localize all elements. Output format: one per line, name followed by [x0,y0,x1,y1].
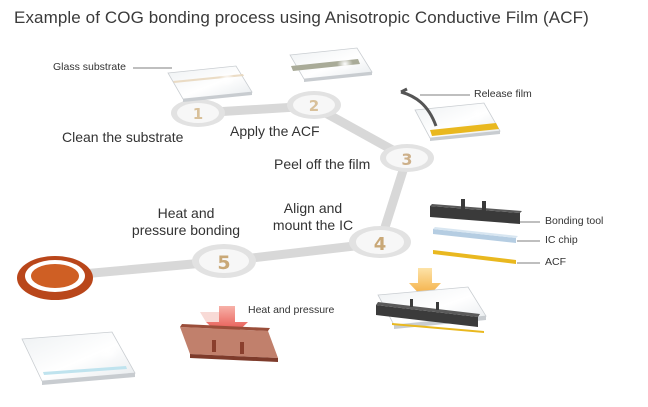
final-glass-illustration [21,331,136,385]
step-4-label: Align and mount the IC [264,200,362,234]
heat-and-pressure-label: Heat and pressure [248,304,335,316]
step-node-5: 5 [192,244,256,278]
step-4-label-line2: mount the IC [272,217,354,233]
finished-marker [17,256,93,300]
step-number-1: 1 [193,105,203,123]
bonded-illustration [180,324,278,362]
step-3-label: Peel off the film [274,156,371,172]
ic-chip-label: IC chip [545,234,578,246]
glass-substrate-label: Glass substrate [53,61,126,73]
step-number-3: 3 [401,150,412,169]
glass-substrate-illustration [167,65,253,102]
release-film-label: Release film [474,88,532,100]
step-number-5: 5 [217,252,230,274]
step-4-label-line1: Align and [283,200,343,216]
ic-chip-illustration [433,227,540,243]
mounted-ic-illustration [376,286,487,333]
bonding-tool-illustration [430,199,540,224]
step-node-2: 2 [287,91,341,119]
diagram-title: Example of COG bonding process using Ani… [14,8,589,27]
step-node-1: 1 [171,99,225,127]
acf-applied-illustration [289,47,373,82]
step-node-3: 3 [380,144,434,172]
step-5-label-line2: pressure bonding [131,222,241,238]
step-5-label-line1: Heat and [157,205,215,221]
step-5-label: Heat and pressure bonding [126,205,246,239]
step-node-4: 4 [349,226,411,258]
align-arrow [409,268,441,300]
heat-pressure-arrow [200,306,248,342]
step-number-2: 2 [309,97,319,115]
step-number-4: 4 [374,234,387,255]
acf-layer-illustration [433,250,540,264]
acf-label: ACF [545,256,566,268]
step-2-label: Apply the ACF [230,123,320,139]
bonding-tool-label: Bonding tool [545,215,604,227]
peel-film-illustration [400,87,501,141]
step-1-label: Clean the substrate [62,129,184,145]
